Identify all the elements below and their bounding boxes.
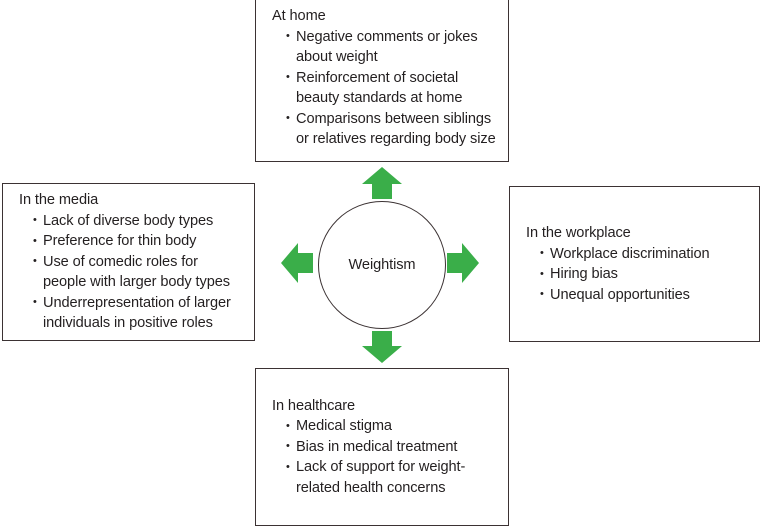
panel-in-the-workplace-title: In the workplace: [526, 225, 631, 241]
panel-in-the-workplace-content: In the workplace Workplace discriminatio…: [510, 223, 759, 305]
panel-at-home-content: At home Negative comments or jokes about…: [256, 6, 508, 150]
panel-in-the-media-content: In the media Lack of diverse body types …: [3, 190, 254, 334]
list-item: Negative comments or jokes about weight: [286, 26, 496, 68]
list-item: Hiring bias: [540, 264, 747, 285]
list-item: Preference for thin body: [33, 231, 242, 252]
arrow-right-icon: [447, 243, 479, 283]
panel-in-healthcare-content: In healthcare Medical stigma Bias in med…: [256, 396, 508, 499]
panel-in-healthcare: In healthcare Medical stigma Bias in med…: [255, 368, 509, 526]
list-item: Lack of diverse body types: [33, 210, 242, 232]
center-node-label: Weightism: [348, 257, 416, 273]
panel-in-the-media: In the media Lack of diverse body types …: [2, 183, 255, 341]
panel-in-healthcare-title: In healthcare: [272, 397, 356, 414]
list-item: Use of comedic roles for people with lar…: [33, 251, 242, 293]
panel-in-the-workplace-list: Workplace discrimination Hiring bias Une…: [526, 243, 747, 306]
panel-in-healthcare-list: Medical stigma Bias in medical treatment…: [272, 416, 496, 498]
center-node-weightism: Weightism: [318, 201, 446, 329]
panel-at-home-list: Negative comments or jokes about weight …: [272, 26, 496, 150]
panel-in-the-media-list: Lack of diverse body types Preference fo…: [19, 210, 242, 334]
list-item: Reinforcement of societal beauty standar…: [286, 67, 496, 109]
panel-at-home: At home Negative comments or jokes about…: [255, 0, 509, 162]
list-item: Unequal opportunities: [540, 284, 747, 306]
panel-in-the-workplace: In the workplace Workplace discriminatio…: [509, 186, 760, 342]
list-item: Underrepresentation of larger individual…: [33, 292, 242, 334]
panel-in-the-media-title: In the media: [19, 192, 99, 209]
arrow-up-icon: [362, 167, 402, 199]
arrow-down-icon: [362, 331, 402, 363]
list-item: Workplace discrimination: [540, 243, 747, 265]
list-item: Lack of support for weight-related healt…: [286, 457, 496, 498]
list-item: Medical stigma: [286, 416, 496, 437]
panel-at-home-title: At home: [272, 8, 326, 25]
arrow-left-icon: [281, 243, 313, 283]
list-item: Bias in medical treatment: [286, 436, 496, 458]
list-item: Comparisons between siblings or relative…: [286, 108, 496, 150]
